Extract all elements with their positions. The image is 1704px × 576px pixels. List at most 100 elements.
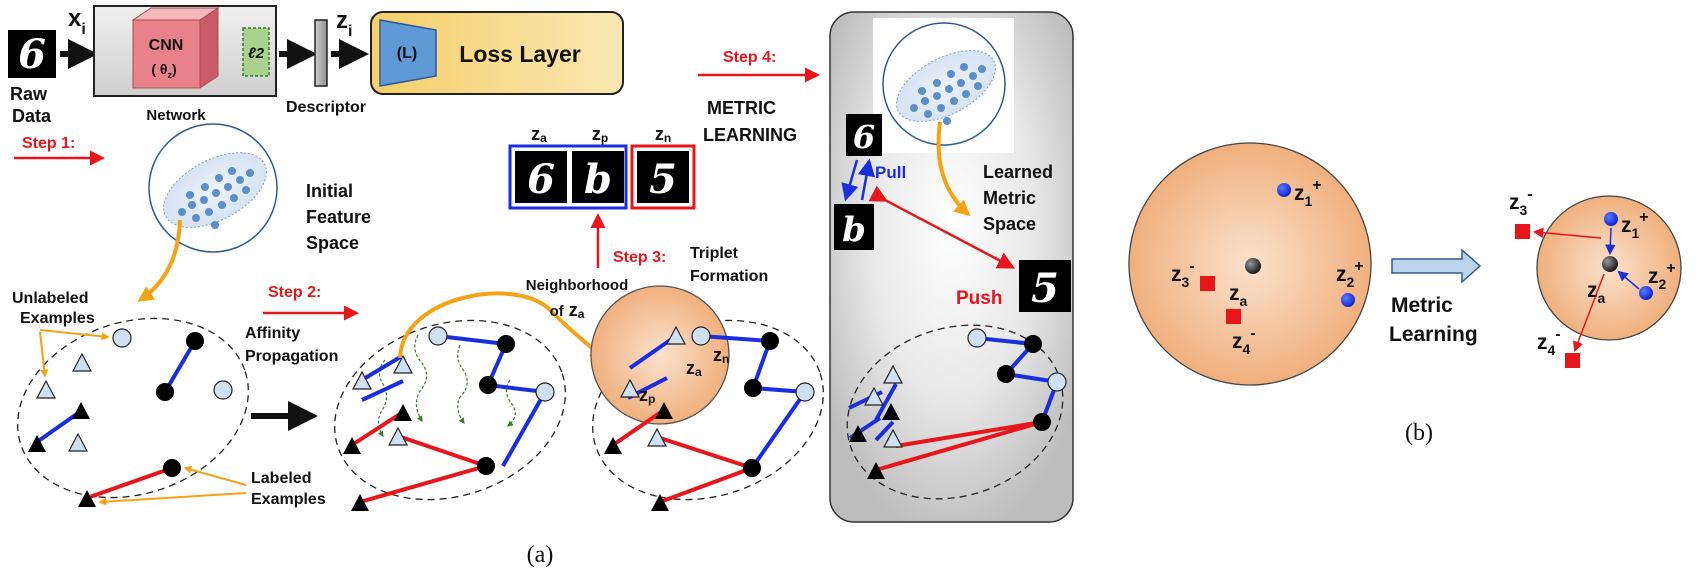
affinity-label-2: Propagation	[245, 348, 338, 365]
metric-learning-b-2: Learning	[1389, 323, 1478, 346]
learned-positive-image: b	[834, 204, 874, 250]
caption-a: (a)	[527, 542, 554, 568]
node-za-label: za	[686, 358, 702, 379]
unlabeled-label-1: Unlabeled	[12, 290, 88, 307]
graph2-ellipse	[334, 319, 566, 501]
svg-text:6: 6	[853, 118, 875, 156]
triplet-var-za: za	[531, 124, 547, 145]
transform-arrow	[1391, 248, 1482, 284]
svg-text:6: 6	[527, 156, 555, 203]
caption-b: (b)	[1405, 420, 1433, 446]
triplet-negative-image: 5	[637, 151, 689, 203]
l2-norm-box	[242, 27, 270, 77]
affinity-label-1: Affinity	[245, 325, 300, 342]
learned-label-1: Learned	[983, 162, 1053, 182]
initial-label-3: Space	[306, 233, 359, 253]
z4-label-before: z4-	[1232, 325, 1256, 357]
cnn-cube: CNN ( θz)	[131, 7, 220, 89]
z4-negative-before	[1226, 309, 1241, 324]
z2-positive-before	[1341, 293, 1355, 307]
loss-trapezoid	[379, 19, 437, 87]
triplet-var-zn: zn	[655, 124, 671, 145]
graph1-ellipse	[17, 317, 249, 499]
z1-label-after: z1+	[1621, 209, 1649, 241]
input-variable: xi	[68, 5, 86, 38]
push-label: Push	[956, 288, 1002, 309]
network-label: Network	[146, 107, 206, 124]
z4-label-after: z4-	[1537, 326, 1561, 358]
pull-label: Pull	[875, 163, 906, 182]
unlabeled-pointers	[39, 329, 110, 378]
za-label-after: za	[1587, 279, 1606, 306]
graph2-nodes	[343, 326, 555, 511]
learned-feature-blob	[882, 22, 1006, 146]
triplet-positive-frame	[508, 144, 628, 210]
descriptor-variable: zi	[336, 7, 352, 40]
svg-text:5: 5	[1031, 265, 1059, 312]
learned-anchor-image: 6	[846, 114, 882, 156]
pull-arrow-up	[857, 158, 876, 201]
cnn-label: CNN	[149, 37, 184, 54]
triplet-formation-1: Triplet	[690, 245, 739, 262]
unlabeled-label-2: Examples	[20, 310, 95, 327]
za-label-before: za	[1229, 282, 1248, 309]
svg-text:b: b	[584, 156, 612, 203]
graph3-nodes	[604, 325, 815, 511]
learned-graph-nodes	[849, 328, 1067, 479]
raw-data-digit: 6	[8, 30, 56, 78]
z4-negative-after	[1565, 353, 1580, 368]
learned-negative-image: 5	[1019, 260, 1071, 312]
descriptor-label: Descriptor	[286, 99, 366, 116]
z1-positive-after	[1604, 212, 1618, 226]
labeled-pointers	[98, 465, 247, 506]
push-z3-arrow	[1532, 227, 1602, 239]
z1-label-before: z1+	[1294, 177, 1322, 209]
node-zp-label: zp	[639, 385, 655, 406]
za-anchor-before	[1245, 258, 1261, 274]
svg-text:b: b	[842, 210, 866, 250]
initial-label-2: Feature	[306, 207, 371, 227]
initial-label-1: Initial	[306, 181, 353, 201]
z3-label-before: z3-	[1171, 258, 1195, 290]
metric-learning-1: METRIC	[707, 98, 776, 118]
pull-z1-arrow	[1605, 227, 1616, 256]
metric-learning-2: LEARNING	[703, 125, 797, 145]
triplet-positive-image: b	[572, 151, 624, 203]
graph2-edges	[350, 334, 547, 504]
neighborhood-label-1: Neighborhood	[526, 277, 628, 294]
step4-label: Step 4:	[723, 49, 776, 66]
labeled-label-1: Labeled	[251, 470, 311, 487]
node-zn-label: zn	[713, 345, 729, 366]
step3-label: Step 3:	[613, 249, 666, 266]
data-label: Data	[12, 106, 52, 126]
step2-label: Step 2:	[268, 284, 321, 301]
triplet-formation-2: Formation	[690, 268, 768, 285]
pull-z2-arrow	[1617, 270, 1640, 290]
pull-arrow-down	[841, 159, 859, 202]
z2-positive-after	[1639, 286, 1653, 300]
z3-negative-after	[1515, 224, 1530, 239]
l2-label: ℓ2	[248, 45, 265, 62]
metric-learning-b-1: Metric	[1391, 294, 1453, 317]
triplet-negative-frame	[630, 144, 696, 210]
z3-negative-before	[1200, 276, 1215, 291]
z1-positive-before	[1277, 183, 1291, 197]
graph1-nodes	[28, 328, 233, 507]
z3-label-after: z3-	[1509, 186, 1533, 218]
push-arrow	[868, 185, 1016, 269]
push-z4-arrow	[1573, 273, 1605, 352]
theta-label: ( θz)	[151, 61, 176, 80]
loss-layer-label: Loss Layer	[459, 41, 580, 67]
z2-label-before: z2+	[1336, 258, 1364, 290]
learned-label-2: Metric	[983, 188, 1036, 208]
initial-feature-blob	[148, 123, 278, 253]
loss-symbol: (L)	[397, 45, 417, 62]
arrow-blob-to-graph1	[137, 219, 182, 302]
descriptor-bar	[314, 19, 328, 87]
triplet-var-zp: zp	[592, 124, 608, 145]
za-anchor-after	[1602, 256, 1618, 272]
svg-text:5: 5	[649, 156, 677, 203]
step1-label: Step 1:	[22, 135, 75, 152]
